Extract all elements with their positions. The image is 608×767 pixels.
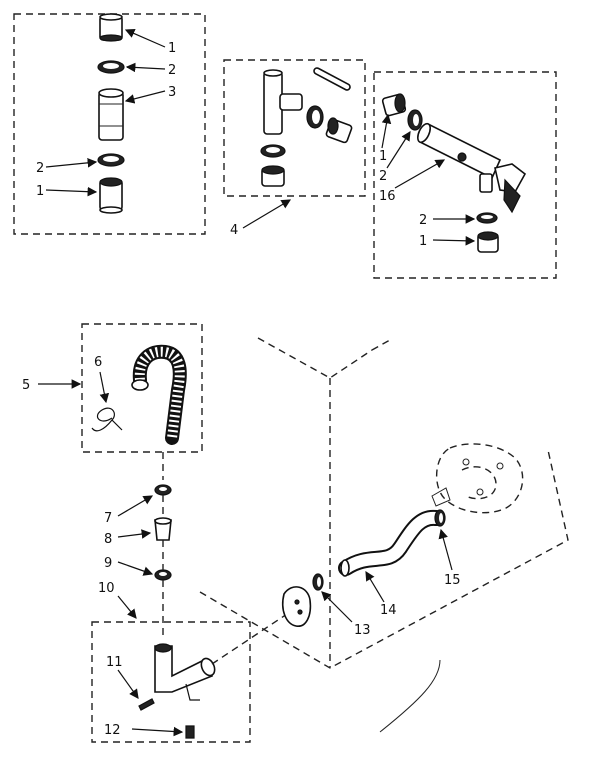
part-1-top-cap xyxy=(99,13,123,42)
elbow-fitting xyxy=(154,643,216,701)
wall-grommet-plate xyxy=(281,586,312,627)
callout-10: 10 xyxy=(98,581,115,596)
part-3-coupling xyxy=(98,88,124,141)
callout-1-top: 1 xyxy=(168,41,176,56)
part-2-lower-ring xyxy=(97,153,125,167)
box-b-outline xyxy=(223,59,366,197)
callout-9: 9 xyxy=(104,556,112,571)
tee-ring-lower xyxy=(260,144,286,158)
part-13-clamp xyxy=(312,573,324,591)
drain-pump xyxy=(431,443,524,514)
part-2-ring-c xyxy=(407,109,423,131)
callout-15: 15 xyxy=(444,573,461,588)
part-1-lower-cap xyxy=(99,177,123,214)
box-c-outline xyxy=(373,71,557,279)
part-16-drain-pipe xyxy=(417,122,527,214)
callout-3: 3 xyxy=(168,85,176,100)
callout-6: 6 xyxy=(94,355,102,370)
part-1-cap-c xyxy=(381,93,407,117)
corrugated-drain-hose xyxy=(131,344,187,445)
callout-8: 8 xyxy=(104,532,112,547)
callout-14: 14 xyxy=(380,603,397,618)
box-a-outline xyxy=(13,13,206,235)
box-a-fittings: 1 2 3 2 1 xyxy=(13,13,206,235)
callout-2-c-lower: 2 xyxy=(419,213,427,228)
cabinet-outline xyxy=(199,337,569,733)
part-15-clamp xyxy=(434,509,446,527)
tee-side-coupling xyxy=(325,117,353,144)
callout-13: 13 xyxy=(354,623,371,638)
tee-cap-lower xyxy=(261,165,285,187)
callout-11: 11 xyxy=(106,655,123,670)
part-1-cap-c-lower xyxy=(477,231,499,253)
part-7-clamp xyxy=(154,484,172,496)
callout-5: 5 xyxy=(22,378,30,393)
callout-7: 7 xyxy=(104,511,112,526)
part-12-bracket xyxy=(185,725,195,739)
part-8-adapter xyxy=(154,517,172,541)
part-14-pump-hose xyxy=(338,509,444,577)
part-6-hose-clip xyxy=(91,407,123,432)
callout-1-c-lower: 1 xyxy=(419,234,427,249)
callout-12: 12 xyxy=(104,723,121,738)
callout-1-lower: 1 xyxy=(36,184,44,199)
clamp-pin xyxy=(313,67,351,91)
box-b-tee-assembly: 4 xyxy=(223,59,366,238)
callout-2-c: 2 xyxy=(379,169,387,184)
box-c-drain-assembly: 1 2 16 2 1 xyxy=(373,71,557,279)
box-e-outline xyxy=(91,621,251,743)
part-2-ring-c-lower xyxy=(476,212,498,224)
callout-2-lower: 2 xyxy=(36,161,44,176)
tee-ring-right xyxy=(306,105,324,129)
callout-2-top: 2 xyxy=(168,63,176,78)
callout-16: 16 xyxy=(379,189,396,204)
box-d-hose-kit: 6 5 xyxy=(22,323,203,453)
box-d-outline xyxy=(81,323,203,453)
callout-1-c: 1 xyxy=(379,149,387,164)
part-9-clamp xyxy=(154,569,172,581)
box-e-elbow: 11 12 10 xyxy=(91,581,251,743)
tee-fitting xyxy=(263,69,303,135)
part-2-top-ring xyxy=(97,60,125,74)
callout-4: 4 xyxy=(230,223,238,238)
part-11-screw xyxy=(138,698,155,711)
